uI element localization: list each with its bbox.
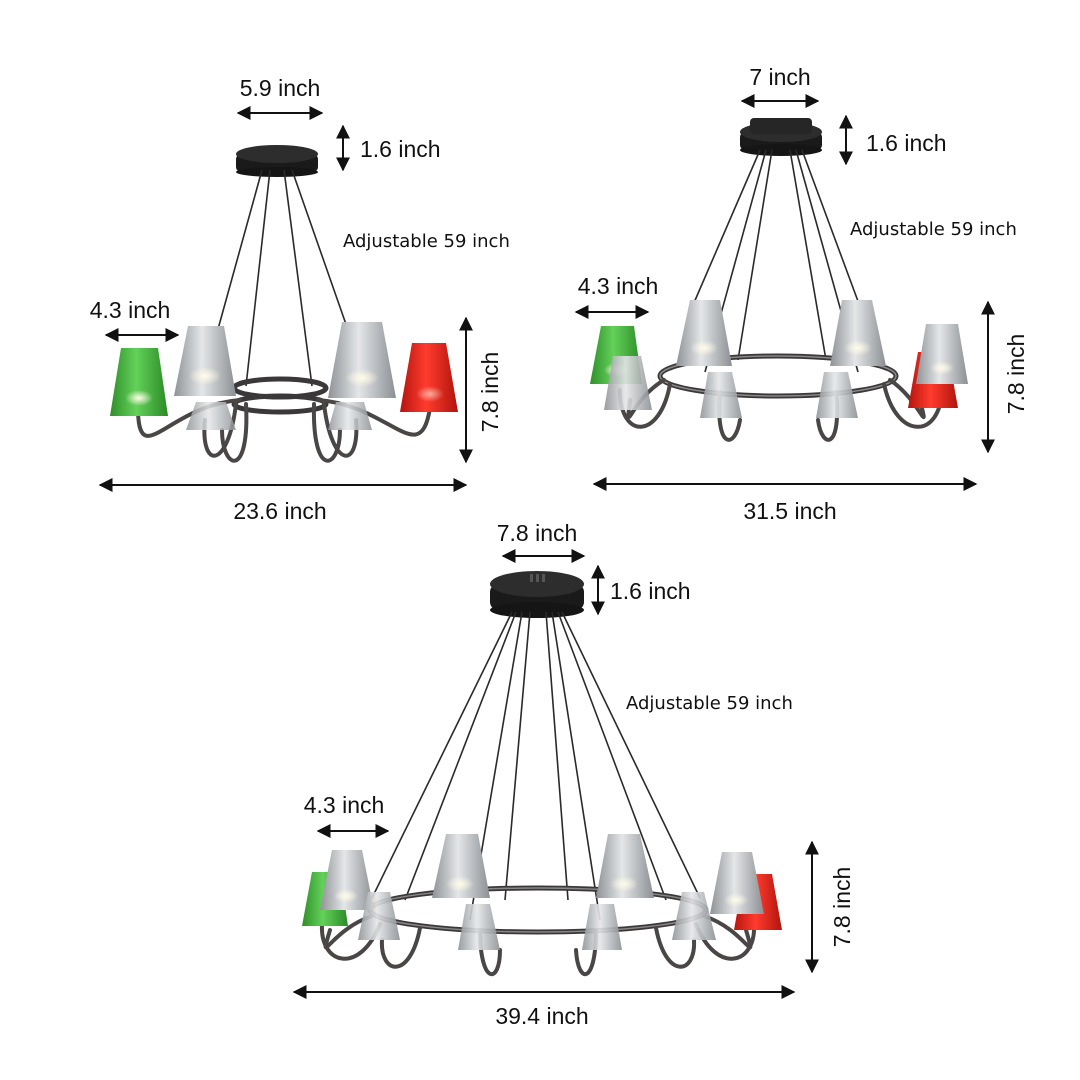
shade-clear — [710, 852, 764, 914]
shade-clear — [916, 324, 968, 384]
canopy-height-label: 1.6 inch — [866, 130, 947, 156]
shade-red — [400, 343, 458, 412]
shade-clear-back — [358, 892, 400, 940]
chandelier-medium: 7 inch 1.6 inch Adjustable 59 inch 4.3 i… — [574, 64, 1029, 524]
overall-width-label: 31.5 inch — [743, 498, 836, 524]
suspension-wires — [214, 169, 349, 387]
canopy-width-label: 5.9 inch — [240, 75, 321, 101]
fixture-height-label: 7.8 inch — [1003, 334, 1029, 415]
chandelier-large: 7.8 inch 1.6 inch Adjustable 59 inch 4.3… — [292, 520, 855, 1029]
arms — [136, 398, 432, 463]
chain-length-label: Adjustable 59 inch — [850, 219, 1017, 240]
shade-clear-back — [328, 402, 372, 430]
shade-clear-back — [186, 402, 236, 430]
shade-width-label: 4.3 inch — [304, 792, 385, 818]
shade-clear-back — [458, 904, 500, 950]
shade-clear-back — [582, 904, 622, 950]
suspension-wires — [371, 611, 701, 921]
fixture-height-label: 7.8 inch — [829, 867, 855, 948]
shade-clear — [830, 300, 886, 366]
shade-clear — [432, 834, 490, 898]
canopy-height-label: 1.6 inch — [610, 578, 691, 604]
shade-clear — [328, 322, 396, 398]
shade-clear — [320, 850, 374, 910]
arms — [618, 378, 944, 442]
shade-clear — [676, 300, 732, 366]
canopy-width-label: 7.8 inch — [497, 520, 578, 546]
shade-clear-back — [672, 892, 716, 940]
canopy-width-label: 7 inch — [749, 64, 810, 90]
fixture-height-label: 7.8 inch — [477, 352, 503, 433]
shade-width-label: 4.3 inch — [578, 273, 659, 299]
canopy — [236, 145, 318, 177]
shade-green — [110, 348, 168, 416]
shade-clear-back — [816, 372, 858, 418]
overall-width-label: 39.4 inch — [495, 1003, 588, 1029]
chain-length-label: Adjustable 59 inch — [626, 693, 793, 714]
overall-width-label: 23.6 inch — [233, 498, 326, 524]
canopy — [740, 118, 822, 156]
shade-width-label: 4.3 inch — [90, 297, 171, 323]
shade-clear — [596, 834, 654, 898]
shade-clear-back — [700, 372, 742, 418]
chandelier-small: 5.9 inch 1.6 inch Adjustable 59 inch 4.3… — [90, 75, 510, 524]
canopy-height-label: 1.6 inch — [360, 136, 441, 162]
shade-clear-back — [604, 356, 652, 410]
shade-clear — [174, 326, 236, 396]
canopy — [490, 571, 584, 618]
chain-length-label: Adjustable 59 inch — [343, 231, 510, 252]
